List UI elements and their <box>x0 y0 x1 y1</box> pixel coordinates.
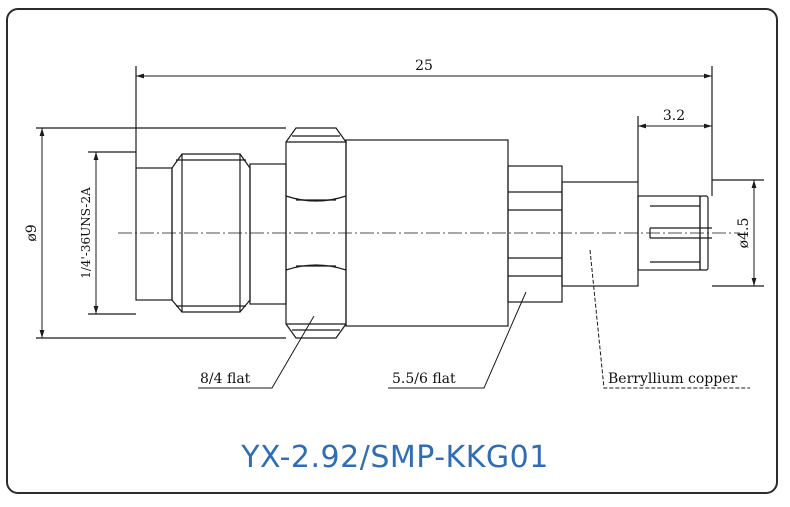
body-flats <box>507 165 563 303</box>
connector-outline <box>36 66 764 339</box>
leader-body-flat <box>388 291 527 389</box>
pin-tip <box>699 195 709 271</box>
label-body-flat: 5.5/6 flat <box>392 371 456 387</box>
tail-body <box>561 181 639 287</box>
dim-pin-diameter: ø4.5 <box>736 218 752 249</box>
drawing-frame <box>6 8 778 494</box>
dim-outer-diameter: ø9 <box>24 224 40 241</box>
leader-hex-flat <box>198 315 315 389</box>
label-hex-flat: 8/4 flat <box>200 371 251 387</box>
model-title: YX-2.92/SMP-KKG01 <box>241 440 549 475</box>
collar <box>249 163 287 305</box>
dim-overall-length: 25 <box>415 58 433 74</box>
leader-material <box>589 249 750 389</box>
dim-thread: 1/4'-36UNS-2A <box>79 187 93 279</box>
label-material: Berryllium copper <box>608 371 738 387</box>
dim-pin-length: 3.2 <box>663 108 685 124</box>
dimension-lines <box>39 73 757 389</box>
thread-body-left <box>135 167 173 301</box>
